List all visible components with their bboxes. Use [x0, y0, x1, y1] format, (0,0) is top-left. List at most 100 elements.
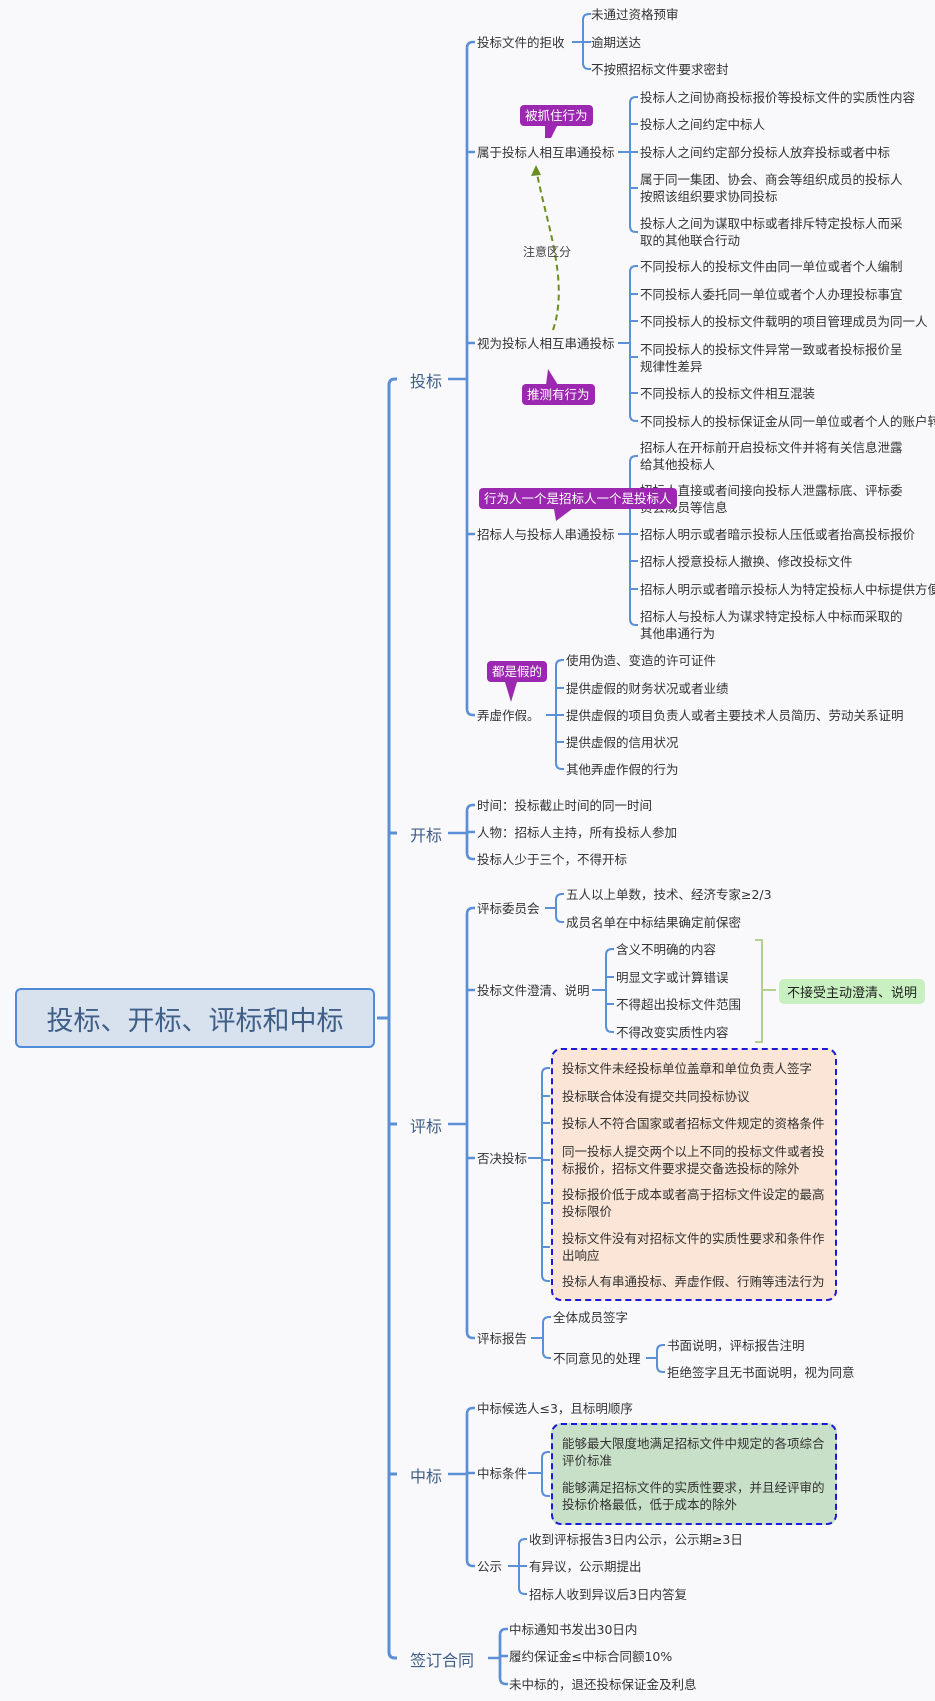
callout-text: 行为人一个是招标人一个是投标人 [484, 491, 672, 506]
leaf[interactable]: 招标人在开标前开启投标文件并将有关信息泄露给其他投标人 [640, 440, 903, 472]
leaf[interactable]: 五人以上单数，技术、经济专家≥2/3 [566, 887, 772, 902]
connector [605, 990, 614, 1033]
leaf[interactable]: 提供虚假的信用状况 [566, 735, 679, 750]
leaf[interactable]: 不同投标人的投标文件相互混装 [640, 386, 816, 401]
topic-collude1[interactable]: 属于投标人相互串通投标 [477, 145, 615, 160]
leaf[interactable]: 其他弄虚作假的行为 [566, 762, 679, 777]
connector [465, 1474, 475, 1568]
topic-collude3[interactable]: 招标人与投标人串通投标 [477, 527, 615, 542]
leaf[interactable]: 明显文字或计算错误 [616, 970, 729, 985]
leaf[interactable]: 投标报价低于成本或者高于招标文件设定的最高投标限价 [562, 1187, 825, 1219]
root-topic[interactable]: 投标、开标、评标和中标 [15, 988, 375, 1048]
connector [465, 40, 475, 379]
connector [541, 1473, 550, 1497]
leaf[interactable]: 未中标的，退还投标保证金及利息 [509, 1677, 697, 1692]
leaf[interactable]: 书面说明，评标报告注明 [667, 1338, 805, 1353]
connector [541, 1158, 550, 1282]
connector [465, 1124, 475, 1340]
callout-caught: 被抓住行为 [520, 105, 593, 138]
leaf[interactable]: 成员名单在中标结果确定前保密 [566, 915, 742, 930]
leaf[interactable]: 全体成员签字 [553, 1310, 629, 1325]
callout-actors: 行为人一个是招标人一个是投标人 [479, 488, 677, 521]
leaf[interactable]: 收到评标报告3日内公示，公示期≥3日 [529, 1532, 743, 1547]
leaf[interactable]: 人物：招标人主持，所有投标人参加 [477, 825, 678, 840]
leaf[interactable]: 招标人授意投标人撤换、修改投标文件 [640, 554, 853, 569]
callout-fake: 都是假的 [487, 661, 548, 702]
leaf[interactable]: 不同投标人的投标文件异常一致或者投标报价呈规律性差异 [640, 342, 903, 374]
topic-veto[interactable]: 否决投标 [477, 1151, 528, 1166]
connector [582, 13, 591, 42]
leaf[interactable]: 提供虚假的财务状况或者业绩 [566, 681, 729, 696]
leaf[interactable]: 逾期送达 [591, 35, 642, 50]
topic-fraud[interactable]: 弄虚作假。 [477, 708, 540, 723]
topic-publicity[interactable]: 公示 [477, 1559, 503, 1574]
leaf[interactable]: 投标人不符合国家或者招标文件规定的资格条件 [562, 1116, 825, 1131]
callout-tip [505, 682, 517, 702]
leaf[interactable]: 招标人收到异议后3日内答复 [529, 1587, 687, 1602]
branch-zhongbiao[interactable]: 中标 [410, 1467, 443, 1486]
connector [656, 1358, 665, 1373]
connector [387, 377, 397, 1018]
connector [541, 1451, 550, 1473]
leaf[interactable]: 能够满足招标文件的实质性要求，并且经评审的投标价格最低，低于成本的除外 [562, 1480, 825, 1512]
leaf[interactable]: 时间：投标截止时间的同一时间 [477, 798, 653, 813]
connector [465, 906, 475, 1124]
leaf[interactable]: 能够最大限度地满足招标文件中规定的各项综合评价标准 [562, 1436, 825, 1468]
leaf[interactable]: 含义不明确的内容 [616, 942, 717, 957]
summary-no-active-clarify[interactable]: 不接受主动澄清、说明 [779, 979, 926, 1004]
leaf[interactable]: 使用伪造、变造的许可证件 [566, 653, 717, 668]
topic-report[interactable]: 评标报告 [477, 1331, 528, 1346]
leaf[interactable]: 履约保证金≤中标合同额10% [509, 1649, 673, 1664]
leaf[interactable]: 投标人之间约定部分投标人放弃投标或者中标 [640, 145, 891, 160]
leaf[interactable]: 投标文件未经投标单位盖章和单位负责人签字 [562, 1061, 813, 1076]
leaf[interactable]: 投标文件没有对招标文件的实质性要求和条件作出响应 [562, 1231, 825, 1263]
leaf[interactable]: 不同投标人的投标保证金从同一单位或者个人的账户转 [640, 414, 935, 429]
leaf[interactable]: 投标人少于三个，不得开标 [477, 852, 628, 867]
leaf[interactable]: 不同投标人的投标文件载明的项目管理成员为同一人 [640, 314, 928, 329]
topic-collude2[interactable]: 视为投标人相互串通投标 [477, 336, 615, 351]
topic-committee[interactable]: 评标委员会 [477, 901, 540, 916]
leaf[interactable]: 提供虚假的项目负责人或者主要技术人员简历、劳动关系证明 [566, 708, 904, 723]
branch-contract[interactable]: 签订合同 [410, 1651, 475, 1670]
branch-pingbiao[interactable]: 评标 [410, 1117, 443, 1136]
topic-reject[interactable]: 投标文件的拒收 [477, 35, 565, 50]
leaf[interactable]: 属于同一集团、协会、商会等组织成员的投标人按照该组织要求协同投标 [640, 172, 903, 204]
relation-note: 注意区分 [523, 245, 572, 259]
connector [387, 1018, 397, 1660]
connector [656, 1344, 665, 1358]
leaf[interactable]: 不按照招标文件要求密封 [591, 62, 729, 77]
connector [465, 803, 475, 833]
topic-conditions[interactable]: 中标条件 [477, 1466, 528, 1481]
leaf[interactable]: 不同投标人委托同一单位或者个人办理投标事宜 [640, 287, 903, 302]
leaf[interactable]: 不得超出投标文件范围 [616, 997, 742, 1012]
leaf[interactable]: 招标人明示或者暗示投标人压低或者抬高投标报价 [640, 527, 916, 542]
leaf[interactable]: 招标人与投标人为谋求特定投标人中标而采取的其他串通行为 [640, 609, 903, 641]
connector [518, 1538, 527, 1566]
callout-text: 被抓住行为 [525, 108, 588, 123]
callout-tip [554, 509, 572, 521]
leaf[interactable]: 同一投标人提交两个以上不同的投标文件或者投标报价，招标文件要求提交备选投标的除外 [562, 1144, 825, 1176]
leaf[interactable]: 投标人之间约定中标人 [640, 117, 766, 132]
branch-kaibiao[interactable]: 开标 [410, 826, 443, 845]
callout-tip [546, 369, 558, 385]
connector [498, 1658, 508, 1686]
connector [465, 833, 475, 861]
leaf[interactable]: 投标人有串通投标、弄虚作假、行贿等违法行为 [562, 1274, 825, 1289]
leaf[interactable]: 投标联合体没有提交共同投标协议 [562, 1089, 750, 1104]
connector [465, 1406, 475, 1474]
leaf[interactable]: 有异议，公示期提出 [529, 1559, 642, 1574]
leaf[interactable]: 中标候选人≤3，且标明顺序 [477, 1401, 633, 1416]
leaf[interactable]: 拒绝签字且无书面说明，视为同意 [667, 1365, 855, 1380]
leaf[interactable]: 不同投标人的投标文件由同一单位或者个人编制 [640, 259, 903, 274]
topic-dissent[interactable]: 不同意见的处理 [553, 1351, 641, 1366]
topic-clarify[interactable]: 投标文件澄清、说明 [477, 983, 590, 998]
leaf[interactable]: 未通过资格预审 [591, 7, 679, 22]
leaf[interactable]: 中标通知书发出30日内 [509, 1622, 638, 1637]
leaf[interactable]: 不得改变实质性内容 [616, 1025, 729, 1040]
branch-toubiao[interactable]: 投标 [410, 372, 443, 391]
connector [629, 534, 638, 626]
leaf[interactable]: 招标人明示或者暗示投标人为特定投标人中标提供方便 [640, 582, 935, 597]
leaf[interactable]: 招标人直接或者间接向投标人泄露标底、评标委员会成员等信息 [640, 483, 903, 515]
leaf[interactable]: 投标人之间协商投标报价等投标文件的实质性内容 [640, 90, 916, 105]
leaf[interactable]: 投标人之间为谋取中标或者排斥特定投标人而采取的其他联合行动 [640, 216, 903, 248]
